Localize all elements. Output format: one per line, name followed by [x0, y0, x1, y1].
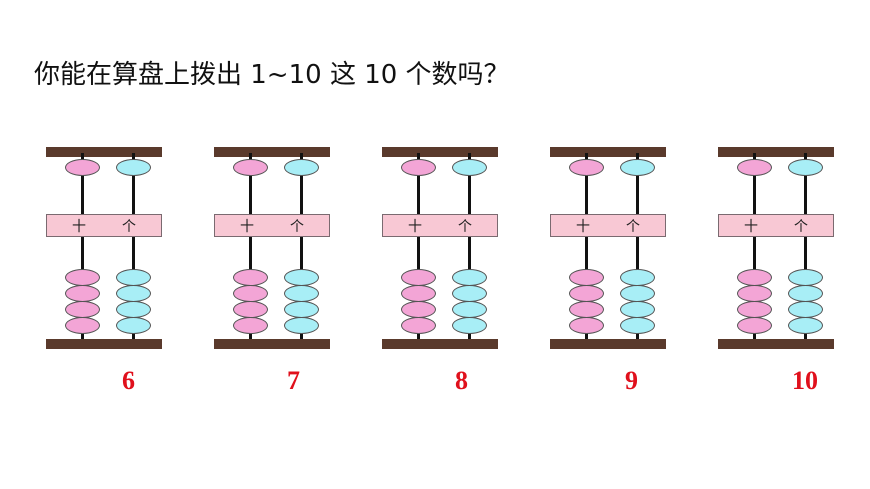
tens-lower-bead	[737, 269, 772, 286]
abacus-top-frame	[214, 147, 330, 157]
ones-lower-bead	[116, 301, 151, 318]
tens-lower-bead	[569, 317, 604, 334]
ones-lower-bead	[452, 269, 487, 286]
abacus-bottom-frame	[382, 339, 498, 349]
tens-label: 十	[576, 219, 590, 235]
question-title: 你能在算盘上拨出 1~10 这 10 个数吗？	[34, 60, 510, 90]
tens-lower-bead	[401, 317, 436, 334]
tens-label: 十	[408, 219, 422, 235]
tens-lower-bead	[401, 269, 436, 286]
ones-label: 个	[290, 219, 304, 235]
abacus-top-frame	[718, 147, 834, 157]
tens-lower-bead	[65, 301, 100, 318]
ones-lower-bead	[284, 285, 319, 302]
tens-label: 十	[72, 219, 86, 235]
tens-lower-bead	[737, 301, 772, 318]
abacus: 十 个	[718, 147, 834, 353]
tens-lower-bead	[737, 285, 772, 302]
abacus-top-frame	[382, 147, 498, 157]
ones-upper-bead	[116, 159, 151, 176]
tens-upper-bead	[65, 159, 100, 176]
abacus-bottom-frame	[718, 339, 834, 349]
ones-rod	[804, 153, 807, 343]
abacus: 十 个	[550, 147, 666, 353]
tens-upper-bead	[569, 159, 604, 176]
ones-label: 个	[122, 219, 136, 235]
ones-lower-bead	[620, 285, 655, 302]
ones-upper-bead	[620, 159, 655, 176]
tens-lower-bead	[65, 285, 100, 302]
tens-lower-bead	[233, 269, 268, 286]
ones-lower-bead	[284, 269, 319, 286]
ones-lower-bead	[620, 269, 655, 286]
tens-lower-bead	[569, 285, 604, 302]
ones-label: 个	[794, 219, 808, 235]
abacus-number-label: 8	[455, 366, 468, 395]
abacus-beam: 十 个	[214, 214, 330, 237]
abacus-top-frame	[550, 147, 666, 157]
tens-lower-bead	[233, 301, 268, 318]
abacus-bottom-frame	[46, 339, 162, 349]
tens-label: 十	[240, 219, 254, 235]
tens-rod	[585, 153, 588, 343]
ones-rod	[300, 153, 303, 343]
tens-lower-bead	[737, 317, 772, 334]
ones-lower-bead	[788, 301, 823, 318]
ones-lower-bead	[788, 317, 823, 334]
ones-lower-bead	[116, 269, 151, 286]
ones-lower-bead	[284, 301, 319, 318]
ones-lower-bead	[620, 301, 655, 318]
abacus-beam: 十 个	[382, 214, 498, 237]
abacus-bottom-frame	[214, 339, 330, 349]
ones-lower-bead	[452, 301, 487, 318]
abacus-number-label: 6	[122, 366, 135, 395]
abacus-number-label: 9	[625, 366, 638, 395]
ones-rod	[636, 153, 639, 343]
tens-rod	[753, 153, 756, 343]
tens-lower-bead	[233, 317, 268, 334]
ones-lower-bead	[284, 317, 319, 334]
abacus-top-frame	[46, 147, 162, 157]
abacus: 十 个	[46, 147, 162, 353]
abacus-number-label: 7	[287, 366, 300, 395]
tens-upper-bead	[233, 159, 268, 176]
ones-lower-bead	[452, 285, 487, 302]
ones-upper-bead	[452, 159, 487, 176]
tens-lower-bead	[65, 269, 100, 286]
ones-upper-bead	[284, 159, 319, 176]
ones-label: 个	[626, 219, 640, 235]
tens-rod	[417, 153, 420, 343]
ones-lower-bead	[788, 269, 823, 286]
ones-lower-bead	[620, 317, 655, 334]
abacus-beam: 十 个	[46, 214, 162, 237]
abacus-beam: 十 个	[550, 214, 666, 237]
ones-rod	[468, 153, 471, 343]
ones-lower-bead	[788, 285, 823, 302]
tens-upper-bead	[737, 159, 772, 176]
abacus-bottom-frame	[550, 339, 666, 349]
abacus-beam: 十 个	[718, 214, 834, 237]
tens-lower-bead	[401, 301, 436, 318]
abacus-number-label: 10	[792, 366, 818, 395]
abacus: 十 个	[214, 147, 330, 353]
ones-lower-bead	[116, 285, 151, 302]
abacus: 十 个	[382, 147, 498, 353]
ones-upper-bead	[788, 159, 823, 176]
tens-lower-bead	[569, 269, 604, 286]
tens-lower-bead	[233, 285, 268, 302]
tens-rod	[249, 153, 252, 343]
ones-label: 个	[458, 219, 472, 235]
tens-label: 十	[744, 219, 758, 235]
tens-upper-bead	[401, 159, 436, 176]
tens-lower-bead	[401, 285, 436, 302]
ones-lower-bead	[452, 317, 487, 334]
tens-lower-bead	[65, 317, 100, 334]
tens-lower-bead	[569, 301, 604, 318]
tens-rod	[81, 153, 84, 343]
ones-rod	[132, 153, 135, 343]
ones-lower-bead	[116, 317, 151, 334]
